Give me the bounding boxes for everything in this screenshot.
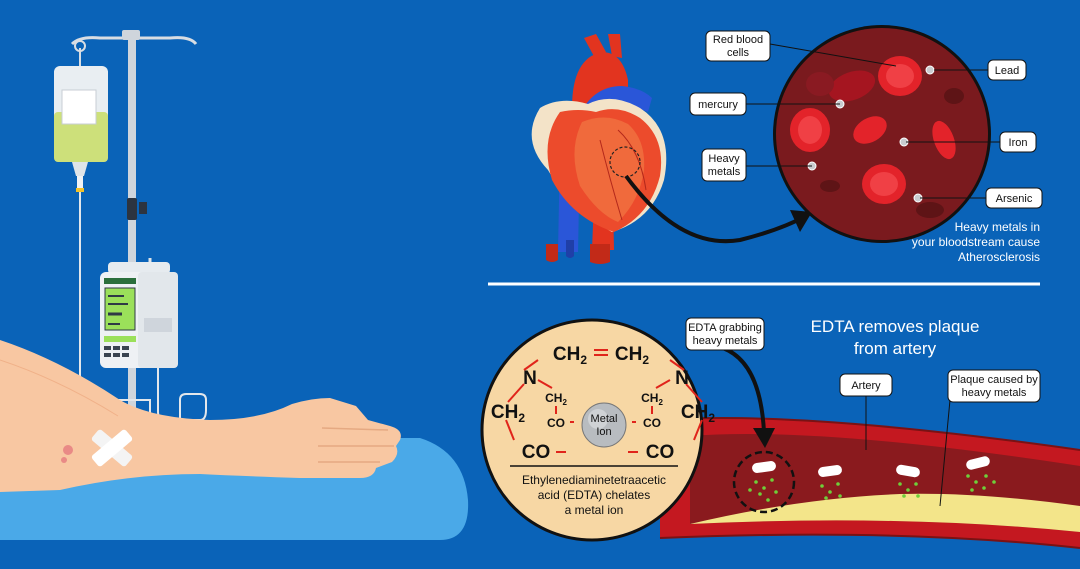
metal-ion-label-1: Metal: [591, 413, 618, 425]
edta-caption-1: Ethylenediaminetetraacetic: [522, 473, 666, 487]
edta-title-1: EDTA removes plaque: [811, 317, 980, 336]
heavy-metal-particles: [748, 474, 996, 502]
blood-vessel-icon: [659, 417, 1080, 549]
chem-ch2-top-left: CH2: [553, 344, 587, 367]
label-lead: Lead: [995, 65, 1019, 77]
chem-ch2-outer-right: CH2: [681, 402, 715, 425]
blood-label-boxes: [689, 30, 1043, 209]
label-plaque-1: Plaque caused by: [950, 374, 1038, 386]
chem-ch2-inner-right: CH2: [641, 391, 663, 407]
edta-molecule: CH2 CH2 N N CH2 CH2 CO CO CH2 CH2 CO CO …: [480, 318, 715, 542]
iv-stand: [70, 30, 198, 422]
arm-icon: [0, 340, 469, 540]
label-edta-grabbing-1: EDTA grabbing: [688, 322, 762, 334]
blood-caption-3: Atherosclerosis: [958, 250, 1040, 264]
label-mercury: mercury: [698, 99, 738, 111]
label-heavy-metals-1: Heavy: [708, 153, 740, 165]
label-heavy-metals-2: metals: [708, 166, 741, 178]
blood-caption-1: Heavy metals in: [955, 220, 1040, 234]
chem-co-outer-right: CO: [646, 442, 675, 463]
label-iron: Iron: [1009, 137, 1028, 149]
chem-n-right: N: [675, 368, 689, 389]
chem-n-left: N: [523, 368, 537, 389]
label-edta-grabbing-2: heavy metals: [693, 335, 758, 347]
artery-labels: [685, 317, 1041, 507]
chem-ch2-outer-left: CH2: [491, 402, 525, 425]
chem-ch2-inner-left: CH2: [545, 391, 567, 407]
red-blood-cells: [790, 56, 964, 218]
edta-capsules: [752, 456, 990, 478]
chem-co-inner-right: CO: [643, 416, 661, 430]
edta-caption-3: a metal ion: [565, 503, 624, 517]
chem-ch2-top-right: CH2: [615, 344, 649, 367]
blood-labels: [746, 43, 1002, 199]
label-plaque-2: heavy metals: [962, 387, 1027, 399]
edta-title-2: from artery: [854, 339, 937, 358]
metal-ion-label-2: Ion: [596, 426, 611, 438]
label-red-blood-cells-1: Red blood: [713, 34, 763, 46]
heart-icon: [531, 34, 812, 264]
blood-magnified-circle: [773, 25, 991, 243]
chem-co-outer-left: CO: [522, 442, 551, 463]
label-artery: Artery: [851, 380, 881, 392]
label-red-blood-cells-2: cells: [727, 47, 750, 59]
edta-caption-2: acid (EDTA) chelates: [538, 488, 650, 502]
blood-caption-2: your bloodstream cause: [912, 235, 1040, 249]
chem-co-inner-left: CO: [547, 416, 565, 430]
label-arsenic: Arsenic: [996, 193, 1033, 205]
